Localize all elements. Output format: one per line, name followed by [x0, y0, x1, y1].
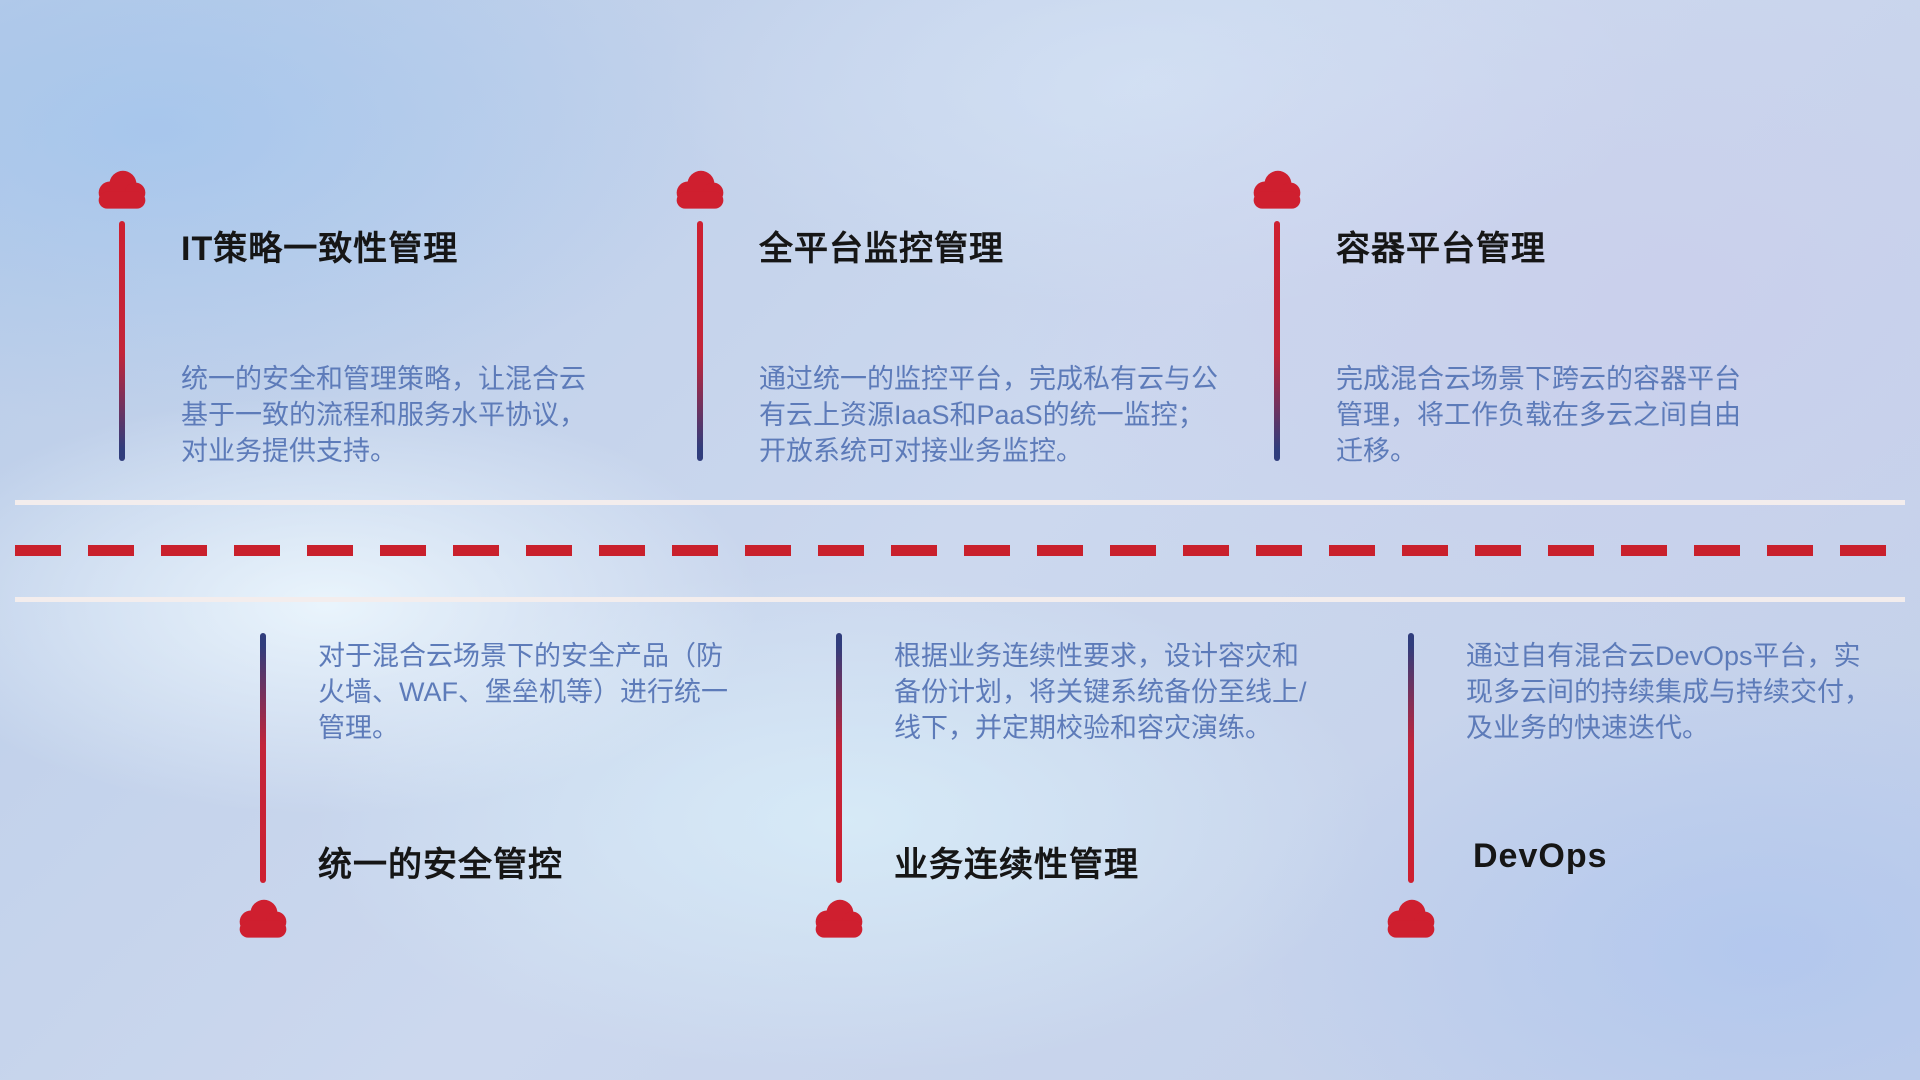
item-description: 统一的安全和管理策略，让混合云基于一致的流程和服务水平协议，对业务提供支持。: [181, 364, 586, 467]
connector-line: [1274, 221, 1280, 461]
connector-line: [119, 221, 125, 461]
connector-line: [697, 221, 703, 461]
cloud-icon: [672, 169, 728, 209]
connector-line: [260, 633, 266, 883]
item-title: DevOps: [1473, 837, 1608, 875]
item-description: 通过统一的监控平台，完成私有云与公有云上资源IaaS和PaaS的统一监控；开放系…: [759, 364, 1218, 467]
connector-line: [836, 633, 842, 883]
item-description: 通过自有混合云DevOps平台，实现多云间的持续集成与持续交付，及业务的快速迭代…: [1466, 641, 1871, 744]
cloud-icon: [811, 898, 867, 938]
item-title: 容器平台管理: [1336, 230, 1546, 268]
cloud-icon: [1249, 169, 1305, 209]
cloud-icon: [1383, 898, 1439, 938]
cloud-icon: [235, 898, 291, 938]
connector-line: [1408, 633, 1414, 883]
item-title: 全平台监控管理: [759, 230, 1004, 268]
item-description: 对于混合云场景下的安全产品（防火墙、WAF、堡垒机等）进行统一管理。: [318, 641, 728, 744]
divider-line-bottom: [15, 597, 1905, 602]
item-title: IT策略一致性管理: [181, 230, 459, 268]
divider-dashed-line: [15, 545, 1905, 556]
item-title: 业务连续性管理: [894, 846, 1139, 884]
item-description: 完成混合云场景下跨云的容器平台管理，将工作负载在多云之间自由迁移。: [1336, 364, 1741, 467]
item-description: 根据业务连续性要求，设计容灾和备份计划，将关键系统备份至线上/线下，并定期校验和…: [894, 641, 1307, 744]
divider-line-top: [15, 500, 1905, 505]
cloud-icon: [94, 169, 150, 209]
item-title: 统一的安全管控: [318, 846, 563, 884]
